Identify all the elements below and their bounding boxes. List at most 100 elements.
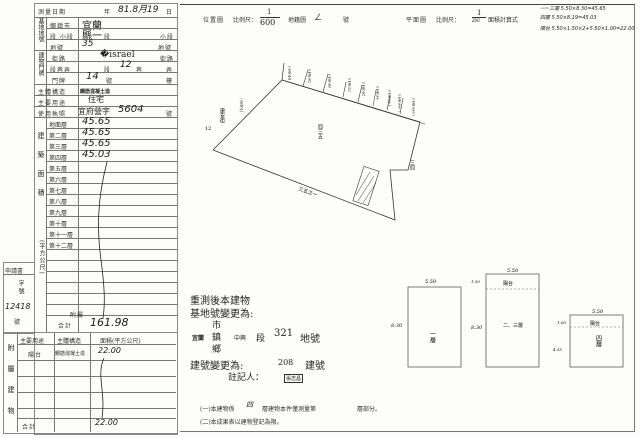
street-suffix: 街路 [160, 56, 175, 63]
floor-label: 第四層 [49, 155, 68, 162]
note-1-mid: 層建物本件僅測量第 [262, 406, 317, 413]
calc-label: 面積計算式 [488, 17, 519, 24]
road-label: 康安街 [219, 107, 225, 124]
annex-total-value: 22.00 [95, 418, 118, 427]
annex-group-label: 附屬建物 [7, 344, 15, 428]
license-value: 5604 [118, 104, 144, 115]
change-line-1: 重測後本建物 [190, 296, 250, 307]
day-label: 日 [166, 9, 174, 16]
lot-main-label: 四三五 [317, 124, 323, 139]
top-lot-label: 三五之五 [287, 66, 292, 80]
seg-label: 段 [104, 67, 112, 74]
lot-no-label: 地號 [50, 45, 65, 52]
top-lot-label: 三五之十二 [397, 94, 402, 112]
application-label: 申請書 [5, 268, 24, 275]
street-value: �israel [100, 50, 135, 60]
total-value: 161.98 [90, 316, 129, 329]
floor-4-width: 5.50 [592, 309, 604, 315]
total-label: 合計 [58, 323, 73, 330]
registrar-label: 註記人： [228, 373, 265, 383]
floor-label: 地面層 [49, 122, 68, 129]
registrar-stamp: 張志昌 [284, 374, 304, 383]
floor-label: 第五層 [49, 166, 68, 173]
cadastral-suffix: 號 [343, 17, 351, 24]
top-lot-label: 三五之六 [307, 69, 312, 84]
scale-den: 600 [260, 18, 276, 27]
floor-scale-den: 200 [472, 18, 480, 23]
floor-4-balcony-depth: 1.00 [557, 320, 566, 325]
township-label: 鄉鎮市 [50, 23, 72, 30]
floor-plan-2-3 [485, 273, 540, 368]
year-label: 年 [104, 9, 112, 16]
annex-header-structure: 主體構造 [57, 338, 82, 345]
floor-area-value: 45.65 [82, 138, 111, 149]
change-section: 中興 [234, 335, 247, 342]
license-label: 使用執照 [38, 111, 67, 118]
top-lot-label: 三五之十三 [411, 98, 416, 116]
license-suffix: 號 [166, 111, 174, 118]
section-label: 段 小段 [50, 34, 74, 41]
annex-row-label: 附屬 [70, 312, 85, 319]
brace-line [98, 161, 108, 319]
admin-unit-town: 鎮 [212, 333, 222, 343]
subsection-suffix: 小段 [160, 34, 175, 41]
floor-1-depth: 8.30 [391, 323, 403, 329]
lane-value: 12 [120, 60, 132, 70]
usage-value: 住宅 [88, 95, 104, 104]
floor-label: 第七層 [49, 188, 68, 195]
floor-plan-label: 平面圖 [406, 17, 428, 24]
alley-suffix: 弄 [166, 67, 174, 74]
floor-suffix: 樓 [166, 78, 174, 85]
lot-left-label: 三五之一 [240, 98, 245, 114]
annex-area-value: 22.00 [98, 346, 121, 355]
floor-scale-num: 1 [477, 9, 482, 17]
floor-scale-label: 比例尺： [436, 17, 461, 24]
floor-label: 第六層 [49, 177, 68, 184]
structure-label: 主體構造 [38, 89, 67, 96]
floor-2-balcony-depth: 1.50 [471, 279, 480, 284]
change-bldg-label: 建號變更為: [190, 361, 244, 372]
admin-unit-city: 市 [212, 321, 222, 331]
calc-line-1: 一~三層 5.50×8.30=45.65 [540, 6, 606, 12]
floor-plan-1 [407, 286, 462, 368]
change-line-2: 基地號變更為: [190, 309, 254, 320]
floor-1-width: 5.50 [425, 279, 437, 285]
top-lot-label: 三五之七 [327, 74, 332, 88]
floor-2-depth: 8.30 [471, 325, 483, 331]
floor-label: 第十一層 [49, 232, 74, 239]
site-plan-drawing: 四三五 三四 三五之一 三五之一 12 康安街 三五之五三五之六三五之七三五之八… [205, 62, 426, 221]
annex-header-area: 面積(平方公尺) [100, 338, 141, 345]
section-suffix: 段 [104, 34, 112, 41]
application-box [3, 262, 35, 334]
left-form-frame [34, 3, 178, 435]
change-lot-suffix: 地號 [300, 334, 320, 345]
lane-label: 段巷弄 [50, 67, 72, 74]
cadastral-no: ㄥ [314, 13, 322, 22]
floor-4-balcony: 陽台 [590, 320, 600, 327]
structure-value: 鋼筋混凝土造 [80, 89, 111, 95]
door-num-label: 號 [106, 78, 114, 85]
building-footprint [352, 166, 380, 206]
floor-label: 第十二層 [49, 243, 74, 250]
floor-2-balcony: 陽台 [503, 280, 513, 287]
floor-plans: 5.50 8.30 一層 5.50 1.50 8.30 陽台 二、三層 5.50… [391, 268, 624, 368]
floor-area-value: 45.03 [82, 149, 111, 160]
lot-bottom-label: 三五之一 [297, 185, 318, 198]
change-bldg-suffix: 建號 [305, 361, 325, 372]
floor-label: 第八層 [49, 199, 68, 206]
lot-w-label: 12 [205, 126, 211, 132]
change-section-suffix: 段 [256, 334, 266, 344]
floor-1-name: 一層 [429, 331, 436, 344]
section-value: 縣一 [82, 31, 102, 42]
change-bldg-no: 208 [278, 358, 294, 367]
note-1-suffix: 層部分。 [357, 406, 382, 413]
application-no-label: 字號 [17, 280, 24, 296]
door-value: 14 [86, 71, 99, 82]
top-lot-label: 三五之十 [375, 86, 380, 101]
floor-area-value: 45.65 [82, 116, 111, 127]
area-unit-label: (平方公尺) [38, 240, 45, 275]
floor-plan-4 [569, 314, 624, 368]
annex-total-label: 合計 [22, 424, 37, 431]
floor-label: 第九層 [49, 210, 68, 217]
